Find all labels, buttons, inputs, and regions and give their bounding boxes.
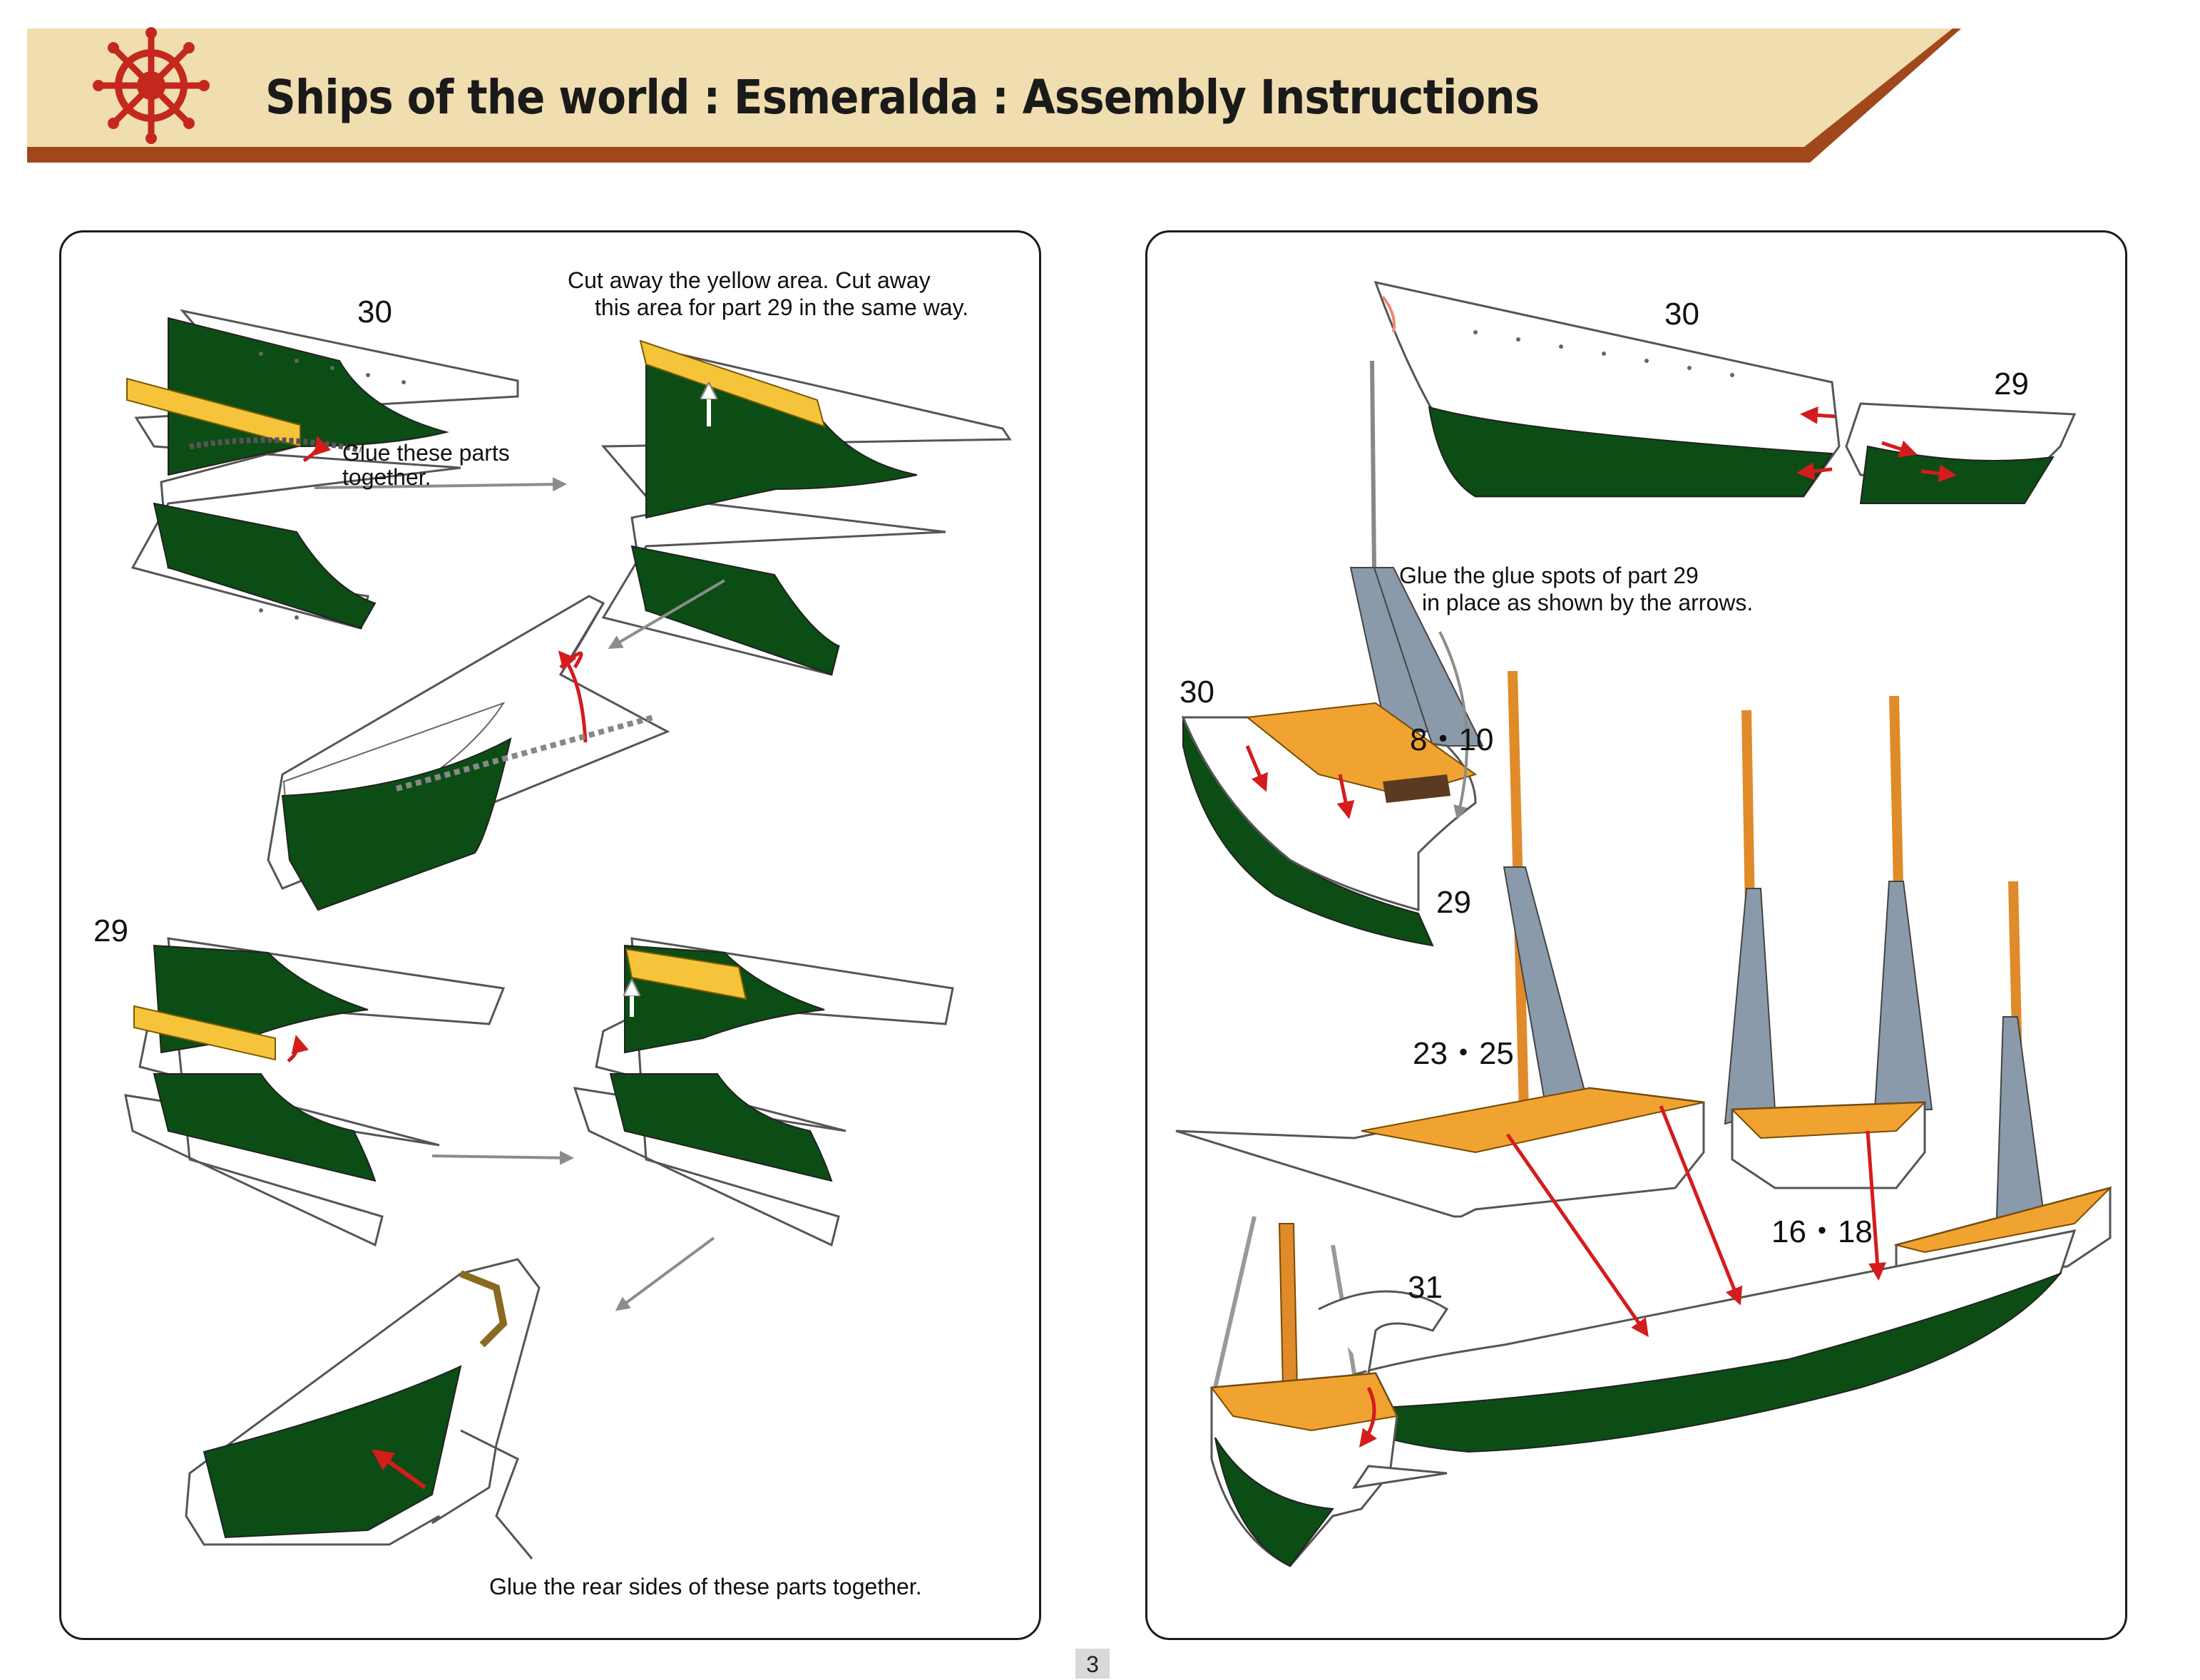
hull-with-deck <box>1181 360 1484 947</box>
step1-part-label: 30 <box>357 294 392 329</box>
page-number: 3 <box>1075 1649 1110 1679</box>
gray-arrow-2 <box>608 579 726 650</box>
cut-note-line2: this area for part 29 in the same way. <box>595 294 969 320</box>
mast-parts-23-25-label: 23・25 <box>1413 1036 1514 1071</box>
header-banner: Ships of the world : Esmeralda : Assembl… <box>0 0 2200 171</box>
header-band <box>27 29 1953 147</box>
bow-part-31 <box>1210 1216 1449 1567</box>
glue-note-line2: together. <box>342 464 431 490</box>
right-instructions-panel: 30 29 Glue the glue spots of part 29 in … <box>1145 230 2127 1640</box>
glue-spots-note-line2: in place as shown by the arrows. <box>1422 590 1754 615</box>
bow-part-31-label: 31 <box>1408 1270 1443 1305</box>
part-29-assembled <box>185 1258 541 1559</box>
left-panel-diagrams <box>124 309 1012 1559</box>
hull-halves-top <box>1373 280 2077 504</box>
glue-spots-note-line1: Glue the glue spots of part 29 <box>1399 563 1699 588</box>
part-29-unfolded <box>124 937 506 1247</box>
right-panel-diagrams <box>1175 280 2113 1567</box>
header-stripe <box>27 29 1961 163</box>
hull-part-30-label: 30 <box>1180 675 1214 710</box>
page-title: Ships of the world : Esmeralda : Assembl… <box>265 70 1540 125</box>
part-30-cut <box>600 339 1012 676</box>
left-instructions-panel: 30 Cut away the yellow area. Cut away th… <box>59 230 1041 1640</box>
ships-wheel-icon <box>93 27 210 144</box>
top-part-30-label: 30 <box>1664 297 1699 332</box>
step2-part-label: 29 <box>93 913 128 948</box>
gray-arrow-3 <box>431 1150 574 1165</box>
part-30-unfolded <box>126 309 519 630</box>
main-hull-bottom <box>1317 1105 2077 1453</box>
mast-parts-16-18-label: 16・18 <box>1771 1214 1873 1249</box>
header-band-graphic <box>27 27 1961 163</box>
part-30-assembled <box>267 595 670 911</box>
gray-arrow-1 <box>314 477 567 492</box>
top-part-29-label: 29 <box>1994 367 2029 401</box>
rear-sides-note: Glue the rear sides of these parts toget… <box>489 1574 922 1599</box>
gray-arrow-4 <box>615 1236 715 1311</box>
part-29-cut <box>573 937 954 1247</box>
cut-area-strip <box>126 377 301 448</box>
glue-note-line1: Glue these parts <box>342 440 510 466</box>
cut-note-line1: Cut away the yellow area. Cut away <box>568 267 931 293</box>
deck-parts-label: 8・10 <box>1410 722 1494 757</box>
hull-part-29-label: 29 <box>1436 885 1471 920</box>
